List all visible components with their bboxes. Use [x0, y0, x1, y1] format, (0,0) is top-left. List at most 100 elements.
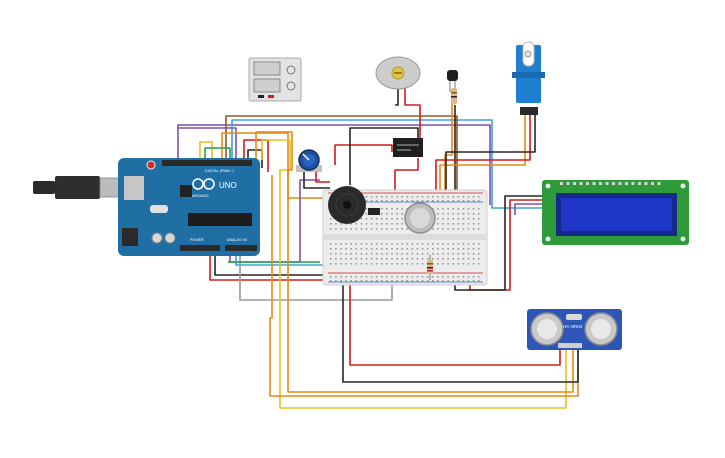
digital-header[interactable]	[162, 160, 252, 166]
hole	[345, 263, 347, 265]
hole	[462, 218, 465, 220]
hole	[396, 248, 398, 250]
hole	[406, 263, 409, 265]
hole	[457, 253, 460, 255]
hole	[370, 276, 373, 278]
hole	[340, 276, 342, 278]
hole	[391, 200, 393, 202]
hole	[467, 243, 470, 245]
hole	[350, 228, 352, 230]
hole	[340, 263, 342, 265]
analog-header[interactable]	[225, 245, 257, 251]
hole	[472, 258, 475, 260]
power-header[interactable]	[180, 245, 220, 251]
hole	[477, 258, 480, 260]
hole	[360, 243, 363, 245]
hole	[462, 200, 465, 202]
hole	[472, 263, 475, 265]
transistor[interactable]	[447, 70, 458, 104]
hole	[355, 228, 358, 230]
hole	[360, 258, 363, 260]
hole	[477, 223, 480, 225]
hole	[335, 223, 337, 225]
hole	[396, 263, 398, 265]
hole	[437, 218, 439, 220]
hole	[432, 258, 434, 260]
hole	[467, 218, 470, 220]
hole	[452, 276, 454, 278]
hole	[370, 228, 373, 230]
hole	[401, 228, 403, 230]
hole	[381, 243, 383, 245]
hole	[406, 258, 409, 260]
hole	[365, 196, 368, 198]
hole	[452, 213, 454, 215]
hole	[638, 182, 641, 185]
hole	[457, 248, 460, 250]
lcd-display[interactable]	[542, 180, 689, 245]
hole	[370, 248, 373, 250]
hole	[426, 243, 429, 245]
hole	[657, 182, 661, 185]
ultrasonic-sensor[interactable]: HC-SR04	[527, 309, 622, 350]
gas-sensor[interactable]	[404, 202, 436, 234]
hole	[391, 258, 393, 260]
hole	[411, 280, 414, 282]
hole	[396, 243, 398, 245]
hole	[426, 196, 429, 198]
micro-servo[interactable]	[512, 41, 545, 115]
relay[interactable]	[393, 138, 423, 157]
hole	[350, 248, 352, 250]
hole	[391, 263, 393, 265]
hole	[457, 280, 460, 282]
reset-button[interactable]	[146, 160, 156, 170]
hole	[477, 208, 480, 210]
usb-plug-icon	[33, 181, 55, 194]
hole	[467, 213, 470, 215]
analog-header-label: ANALOG IN	[227, 238, 247, 242]
arduino-board[interactable]: UNO ARDUINO DIGITAL (PWM ~) POWER ANALOG…	[118, 158, 260, 256]
breadboard[interactable]	[322, 189, 488, 286]
wire-yellow-top	[199, 141, 213, 160]
resistor[interactable]	[427, 255, 433, 280]
hole	[477, 276, 480, 278]
hole	[437, 248, 439, 250]
hole	[330, 263, 332, 265]
ultrasonic-label: HC-SR04	[563, 324, 583, 329]
hole	[391, 253, 393, 255]
hole	[477, 200, 480, 202]
wire-orange-outer2	[269, 175, 579, 397]
relay-icon[interactable]	[393, 138, 423, 157]
wire-purple-lcd	[514, 203, 548, 215]
hole	[350, 223, 352, 225]
hole	[401, 213, 403, 215]
hole	[396, 200, 398, 202]
hole	[442, 213, 444, 215]
hole	[651, 182, 654, 185]
dc-motor[interactable]	[375, 56, 421, 90]
wire-black-lcd	[454, 195, 548, 291]
hole	[370, 263, 373, 265]
transistor-icon[interactable]	[447, 70, 458, 81]
hole	[381, 228, 383, 230]
hole	[375, 253, 378, 255]
hole	[442, 280, 444, 282]
hole	[472, 228, 475, 230]
multimeter[interactable]	[248, 57, 302, 102]
hole	[447, 208, 449, 210]
potentiometer[interactable]	[296, 149, 322, 172]
hole	[442, 248, 444, 250]
hole	[355, 263, 358, 265]
hole	[375, 218, 378, 220]
hole	[345, 228, 347, 230]
hole	[365, 218, 368, 220]
piezo-buzzer[interactable]	[328, 186, 366, 224]
hole	[335, 276, 337, 278]
hole	[442, 208, 444, 210]
breadboard-transistor[interactable]	[368, 208, 380, 215]
hole	[375, 276, 378, 278]
hole	[411, 200, 414, 202]
hole	[386, 263, 388, 265]
hole	[391, 218, 393, 220]
hole	[599, 182, 602, 185]
